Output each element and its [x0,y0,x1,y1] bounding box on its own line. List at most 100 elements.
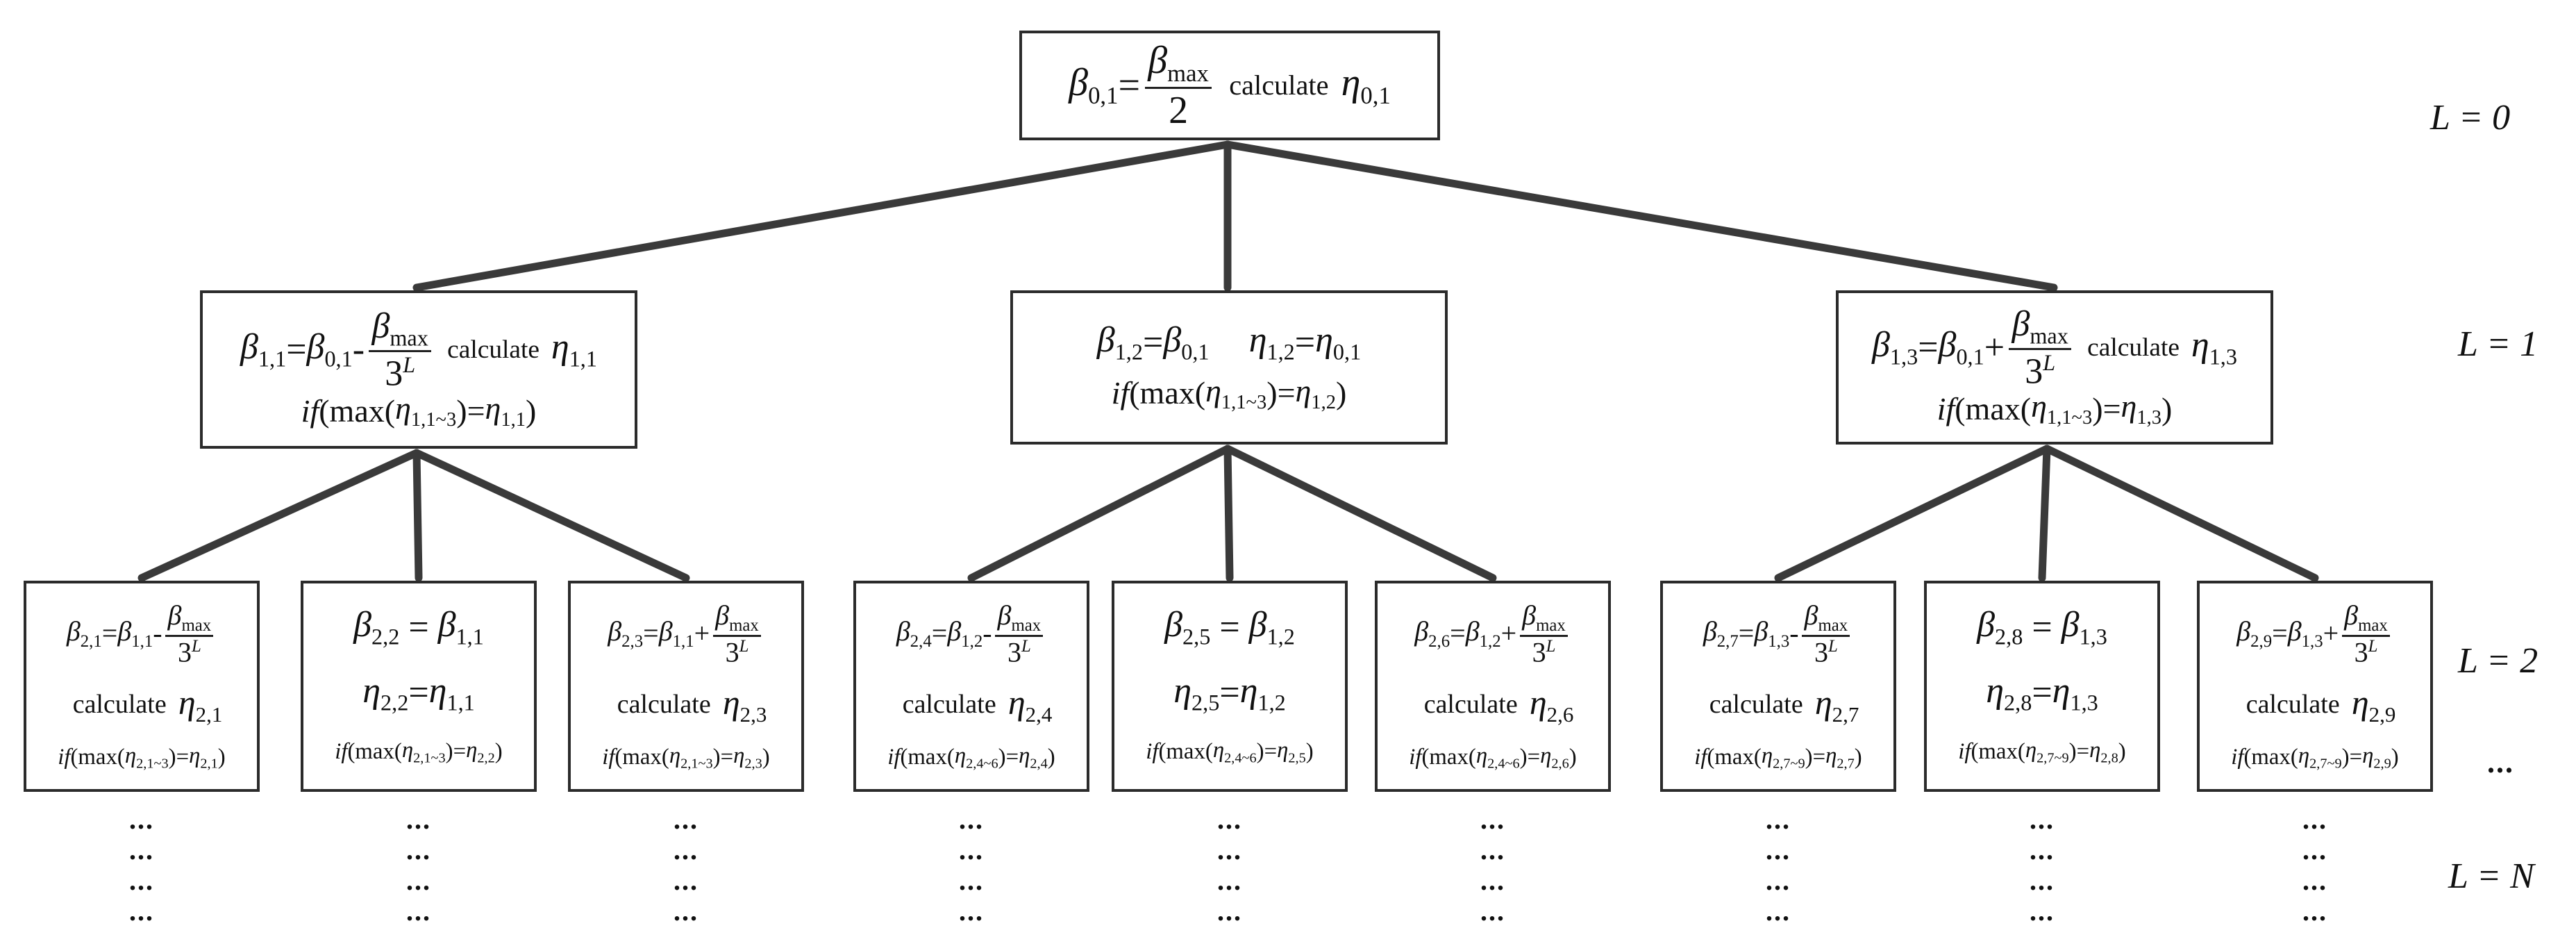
continuation-dots: ... [674,834,699,865]
continuation-dots: ... [2030,895,2055,927]
continuation-dots: ... [959,895,984,927]
continuation-dots: ... [129,895,154,927]
continuation-dots: ... [1217,834,1242,865]
continuation-dots: ... [959,834,984,865]
edge-l1-l2-3 [412,449,690,582]
edge-root-l1-3 [1223,140,2058,292]
continuation-dots: ... [1766,804,1791,835]
level2-formula: β2,5 = β1,2 [1164,605,1295,649]
edge-l1-l2-7 [1774,445,2051,582]
level2-node-5: β2,5 = β1,2 η2,5=η1,2 if(max(η2,4~6)=η2,… [1112,581,1348,792]
root-beta: β0,1 [1069,60,1119,109]
continuation-dots: ... [1217,895,1242,927]
continuation-dots: ... [129,865,154,896]
continuation-dots: ... [406,804,431,835]
continuation-dots: ... [1480,804,1505,835]
level2-eta: η2,5=η1,2 [1173,671,1286,715]
continuation-dots: ... [1217,865,1242,896]
continuation-dots: ... [406,895,431,927]
continuation-dots: ... [2302,865,2327,896]
level2-condition: if(max(η2,7~9)=η2,8) [1958,737,2126,766]
continuation-dots: ... [674,895,699,927]
edge-l1-l2-1 [137,449,421,582]
root-calculate-label: calculate [1229,69,1329,101]
level2-formula: β2,2 = β1,1 [353,605,484,649]
level-label-1: L = 1 [2458,324,2539,364]
continuation-dots: ... [129,804,154,835]
edge-root-l1-1 [412,140,1232,292]
level2-condition: if(max(η2,1~3)=η2,3) [602,743,770,772]
continuation-dots: ... [959,804,984,835]
level2-eta: η2,2=η1,1 [362,671,475,715]
level2-formula: β2,8 = β1,3 [1977,605,2107,649]
edge-l1-l2-2 [412,449,423,582]
continuation-dots: ... [2030,804,2055,835]
root-fraction: βmax 2 [1144,41,1212,130]
level-label-0: L = 0 [2430,98,2511,138]
continuation-dots: ... [1480,865,1505,896]
level1-formula: β1,2=β0,1 η1,2=η0,1 [1096,320,1362,365]
level1-condition: if(max(η1,1~3)=η1,2) [1111,372,1347,413]
continuation-dots: ... [2302,834,2327,865]
level2-eta: η2,8=η1,3 [1986,671,2098,715]
continuation-dots: ... [2030,834,2055,865]
level2-condition: if(max(η2,4~6)=η2,5) [1146,737,1314,766]
continuation-dots: ... [2302,895,2327,927]
level2-condition: if(max(η2,1~3)=η2,1) [58,743,226,772]
continuation-dots: ... [674,804,699,835]
edge-l1-l2-4 [967,445,1232,582]
continuation-dots: ... [1480,834,1505,865]
level-ellipsis: ... [2487,745,2514,779]
edge-l1-l2-6 [1223,445,1497,582]
level-label-2: L = 2 [2458,641,2539,681]
continuation-dots: ... [1766,834,1791,865]
level1-node-2: β1,2=β0,1 η1,2=η0,1 if(max(η1,1~3)=η1,2) [1010,290,1448,445]
edge-l1-l2-8 [2038,445,2051,582]
level2-node-8: β2,8 = β1,3 η2,8=η1,3 if(max(η2,7~9)=η2,… [1924,581,2160,792]
level2-condition: if(max(η2,4~6)=η2,4) [887,743,1055,772]
continuation-dots: ... [1766,865,1791,896]
root-eta: η0,1 [1341,60,1391,109]
level1-condition: if(max(η1,1~3)=η1,1) [301,390,537,431]
edge-l1-l2-9 [2043,445,2319,582]
level2-node-2: β2,2 = β1,1 η2,2=η1,1 if(max(η2,1~3)=η2,… [301,581,537,792]
continuation-dots: ... [1217,804,1242,835]
continuation-dots: ... [406,834,431,865]
continuation-dots: ... [2030,865,2055,896]
level-label-n: L = N [2448,856,2534,896]
level2-condition: if(max(η2,7~9)=η2,9) [2231,743,2399,772]
continuation-dots: ... [674,865,699,896]
continuation-dots: ... [1766,895,1791,927]
continuation-dots: ... [1480,895,1505,927]
continuation-dots: ... [2302,804,2327,835]
continuation-dots: ... [406,865,431,896]
level2-condition: if(max(η2,4~6)=η2,6) [1409,743,1577,772]
level2-condition: if(max(η2,1~3)=η2,2) [335,737,503,766]
root-node: β0,1 = βmax 2 calculate η0,1 [1019,31,1440,140]
continuation-dots: ... [129,834,154,865]
continuation-dots: ... [959,865,984,896]
root-equals: = [1118,63,1141,107]
